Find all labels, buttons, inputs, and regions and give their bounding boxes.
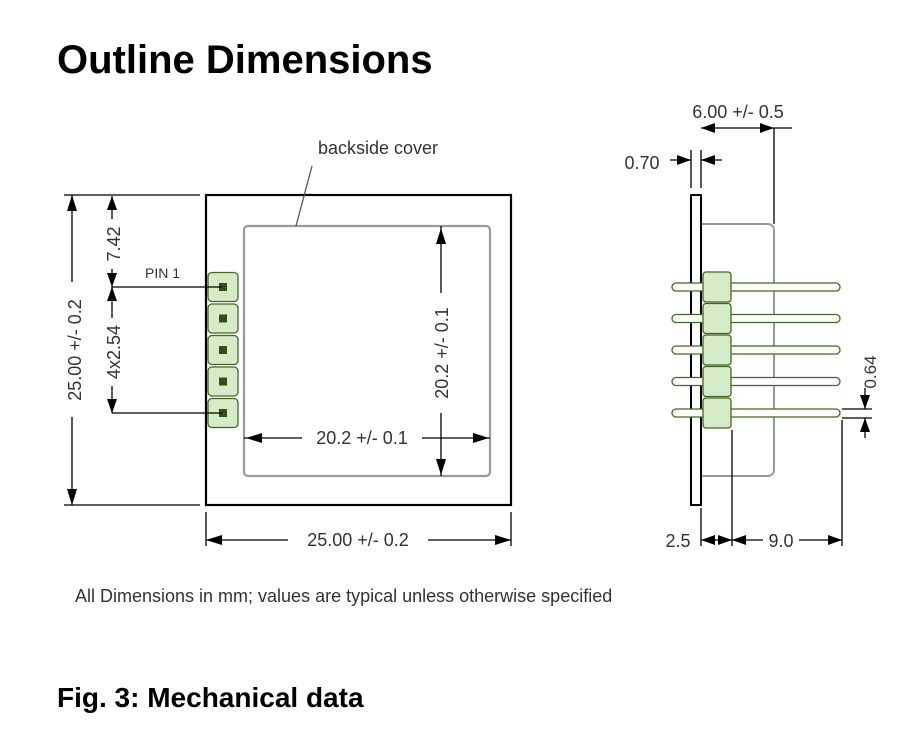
backside-cover-outline (242, 224, 492, 478)
side-pin-header-2 (702, 302, 732, 335)
dim-pitch-arrow-bottom (107, 399, 117, 413)
dim-pin-thickness-arrow-top (860, 395, 870, 409)
side-pin-rod-5 (671, 408, 841, 418)
dim-cover-height-label: 20.2 +/- 0.1 (432, 307, 452, 399)
dim-pitch-label: 4x2.54 (104, 325, 124, 379)
module-outline (204, 193, 513, 507)
dim-header-arrow-left (701, 535, 715, 545)
dim-top-offset-label: 7.42 (104, 226, 124, 261)
front-pin-pad-5 (219, 409, 227, 417)
dim-cover-height-arrow-bottom (436, 459, 446, 475)
dim-width-arrow-right (495, 535, 511, 545)
side-pin-rod-1 (671, 282, 841, 292)
dim-pin-length-arrow-left (732, 535, 746, 545)
figure-caption: Fig. 3: Mechanical data (57, 682, 364, 713)
dim-width-gap (288, 528, 428, 552)
dim-thickness-arrow-right (701, 155, 715, 165)
dim-pin-thickness-label: 0.64 (861, 355, 880, 388)
side-pin-header-4 (702, 365, 732, 398)
dim-top-offset-gap (102, 219, 122, 269)
front-pins (207, 271, 239, 429)
side-pin-rod-3 (671, 345, 841, 355)
dim-total-label: 6.00 +/- 0.5 (692, 102, 784, 122)
dim-pin-length-arrow-right (828, 535, 842, 545)
dimensions-note: All Dimensions in mm; values are typical… (75, 586, 612, 606)
dim-height-arrow-bottom (67, 489, 77, 505)
dim-header-arrow-right (718, 535, 732, 545)
dim-pitch-gap (102, 318, 122, 386)
side-pin-rod-2 (671, 313, 841, 324)
dim-height-label: 25.00 +/- 0.2 (65, 299, 85, 401)
front-pin-pad-4 (219, 377, 227, 386)
side-view: 0.70 6.00 +/- 0.5 0.64 2.5 9.0 (624, 102, 880, 552)
dim-pin-length-gap (763, 528, 799, 552)
side-pin-rod-4 (671, 376, 841, 387)
page-title: Outline Dimensions (57, 38, 433, 82)
side-pin-header-3 (702, 334, 732, 366)
dim-total-arrow-right (760, 123, 774, 133)
dim-pin-length-label: 9.0 (768, 531, 793, 551)
dim-width-arrow-left (206, 535, 222, 545)
dim-top-offset-arrow-top (107, 196, 117, 210)
cover-label: backside cover (318, 138, 438, 158)
front-pin-pad-1 (219, 283, 227, 291)
dim-header-label: 2.5 (665, 531, 690, 551)
dim-cover-width-arrow-right (473, 433, 489, 443)
dim-pin-thickness-arrow-bottom (860, 418, 870, 432)
dim-top-offset-arrow-bottom (107, 273, 117, 287)
dim-cover-width-label: 20.2 +/- 0.1 (316, 428, 408, 448)
front-pin-pad-2 (219, 314, 227, 323)
cover-leader-line (295, 165, 313, 227)
dim-cover-height-gap (429, 293, 453, 413)
dim-pitch-arrow-top (107, 287, 117, 301)
dim-thickness-arrow-left (677, 155, 691, 165)
pin1-label: PIN 1 (145, 265, 180, 281)
dim-cover-width-arrow-left (246, 433, 262, 443)
dim-height-arrow-top (67, 195, 77, 211)
front-pin-pad-3 (219, 346, 227, 354)
dim-height-gap (60, 282, 84, 417)
side-pin-header-5 (702, 397, 732, 429)
dim-width-label: 25.00 +/- 0.2 (307, 530, 409, 550)
dim-cover-height-arrow-top (436, 228, 446, 244)
dim-cover-width-gap (302, 426, 422, 450)
dim-thickness-label: 0.70 (624, 153, 659, 173)
side-pin-header-1 (702, 271, 732, 303)
front-view: backside cover PIN 1 7.42 4x2.54 25.00 +… (60, 138, 513, 552)
side-pins (671, 271, 841, 429)
dim-total-arrow-left (701, 123, 715, 133)
